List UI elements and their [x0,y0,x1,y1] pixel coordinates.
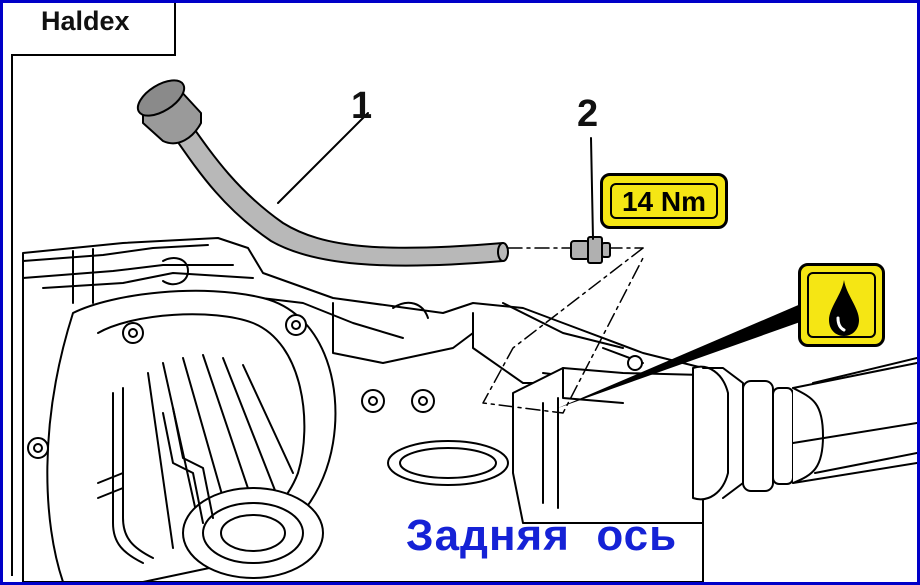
transmission-housing [22,237,704,582]
callout-part-2: 2 [577,93,599,135]
filler-plug [570,236,611,264]
torque-spec-badge: 14 Nm [600,173,728,229]
leader-lines [277,112,803,408]
section-title-tab: Haldex [11,3,176,56]
haldex-assembly-drawing [22,79,917,582]
assembly-guide-lines [482,247,644,414]
torque-value: 14 Nm [610,183,718,219]
caption-rear-axle: Задняя ось [406,511,678,560]
oil-symbol-badge [798,263,885,347]
frame-divider [11,56,13,576]
oil-drop-icon [829,280,859,336]
breather-pipe [136,79,509,267]
section-title: Haldex [41,6,130,36]
propeller-shaft [692,357,917,501]
callout-part-1: 1 [351,85,373,127]
